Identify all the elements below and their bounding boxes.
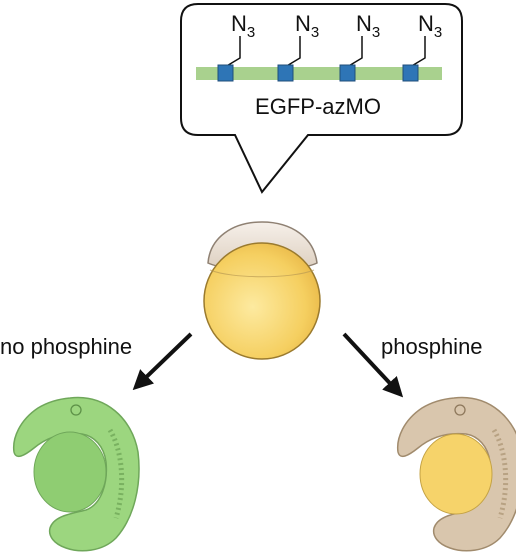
- azide-square: [402, 64, 419, 82]
- embryo-green-yolk: [33, 431, 107, 513]
- embryo-green-eye: [70, 404, 82, 416]
- embryo-tan-yolk: [419, 433, 493, 515]
- arrow-right: [342, 332, 404, 398]
- phosphine-label: phosphine: [381, 334, 483, 359]
- arrow-left: [132, 332, 193, 391]
- callout-outline: [180, 3, 463, 194]
- azide-label-2: N3: [295, 11, 319, 41]
- azide-label-3: N3: [356, 11, 380, 41]
- embryo-tan: [396, 396, 516, 552]
- egfp-azmo-label: EGFP-azMO: [255, 94, 381, 119]
- azide-square: [339, 64, 356, 82]
- egg-yolk: [203, 242, 321, 360]
- azide-group-4: N3: [402, 11, 442, 82]
- no-phosphine-label: no phosphine: [0, 334, 132, 359]
- embryo-green-body: [12, 396, 140, 552]
- embryo-tan-eye: [454, 404, 466, 416]
- azide-group-3: N3: [339, 11, 380, 82]
- azide-square: [277, 64, 294, 82]
- azide-label-1: N3: [231, 11, 255, 41]
- azide-group-2: N3: [277, 11, 319, 82]
- azide-group-1: N3: [217, 11, 255, 82]
- zebrafish-egg: [203, 221, 321, 360]
- azide-square: [217, 64, 234, 82]
- morpholino-backbone: [196, 67, 442, 80]
- callout-bubble: N3 N3 N3 N3 EGFP-azMO: [180, 3, 463, 194]
- azide-label-4: N3: [418, 11, 442, 41]
- embryo-green: [12, 396, 140, 552]
